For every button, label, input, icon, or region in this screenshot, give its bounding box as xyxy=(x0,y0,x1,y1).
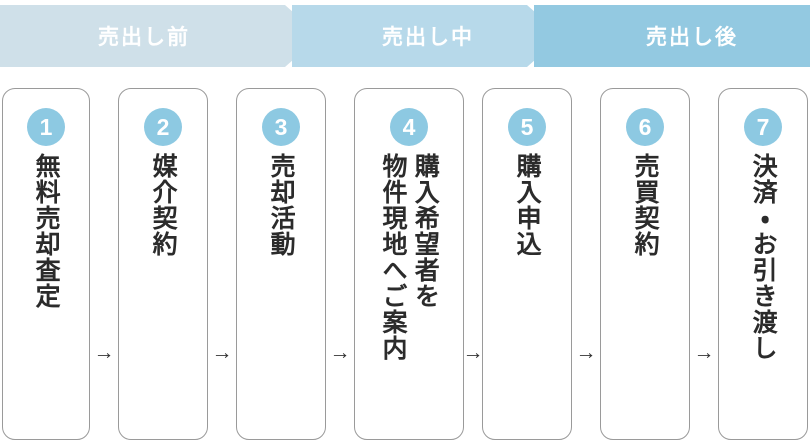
flow-arrow-icon-2-to-3: → xyxy=(211,341,233,364)
phase-segment-during-listing: 売出し中 xyxy=(284,5,564,67)
phase-segment-shape-2 xyxy=(534,5,810,67)
step-number-badge-3: 3 xyxy=(262,108,300,146)
step-label-group-2: 媒介契約 xyxy=(119,153,207,257)
step-card-2[interactable]: 2 媒介契約 xyxy=(118,88,208,440)
step-label-6-column-1: 売買契約 xyxy=(631,153,660,257)
step-label-group-1: 無料売却査定 xyxy=(3,153,89,309)
step-number-badge-5: 5 xyxy=(508,108,546,146)
flow-arrow-icon-3-to-4: → xyxy=(329,341,351,364)
step-card-5[interactable]: 5 購入申込 xyxy=(482,88,572,440)
phase-label-pre-listing: 売出し前 xyxy=(98,26,190,49)
step-label-group-5: 購入申込 xyxy=(483,153,571,257)
step-label-group-4: 購入希望者を物件現地へご案内 xyxy=(355,153,463,361)
step-card-7[interactable]: 7 決済・お引き渡し xyxy=(718,88,808,440)
flow-arrow-icon-5-to-6: → xyxy=(575,341,597,364)
step-label-group-6: 売買契約 xyxy=(601,153,689,257)
flow-arrow-icon-1-to-2: → xyxy=(93,341,115,364)
step-label-2-column-1: 媒介契約 xyxy=(149,153,178,257)
step-label-4-column-2: 物件現地へご案内 xyxy=(379,153,407,361)
step-card-6[interactable]: 6 売買契約 xyxy=(600,88,690,440)
step-label-7-column-1: 決済・お引き渡し xyxy=(749,153,778,361)
phase-segment-post-listing: 売出し後 xyxy=(546,5,810,67)
phase-segment-shape-1 xyxy=(292,5,562,67)
phase-banner-shapes xyxy=(0,5,810,67)
phase-label-post-listing: 売出し後 xyxy=(646,26,738,49)
step-card-1[interactable]: 1 無料売却査定 xyxy=(2,88,90,440)
step-label-1-column-1: 無料売却査定 xyxy=(32,153,61,309)
step-label-4-column-1: 購入希望者を xyxy=(411,153,440,309)
step-label-3-column-1: 売却活動 xyxy=(267,153,296,257)
step-number-badge-4: 4 xyxy=(390,108,428,146)
step-card-3[interactable]: 3 売却活動 xyxy=(236,88,326,440)
step-label-5-column-1: 購入申込 xyxy=(513,153,542,257)
phase-segment-pre-listing: 売出し前 xyxy=(0,5,300,67)
flow-arrow-icon-6-to-7: → xyxy=(693,341,715,364)
step-label-group-7: 決済・お引き渡し xyxy=(719,153,807,361)
step-card-4[interactable]: 4 購入希望者を物件現地へご案内 xyxy=(354,88,464,440)
step-number-badge-2: 2 xyxy=(144,108,182,146)
step-label-group-3: 売却活動 xyxy=(237,153,325,257)
phase-label-during-listing: 売出し中 xyxy=(382,26,474,49)
flow-arrow-icon-4-to-5: → xyxy=(462,341,484,364)
step-number-badge-7: 7 xyxy=(744,108,782,146)
step-number-badge-6: 6 xyxy=(626,108,664,146)
phase-segment-shape-0 xyxy=(0,5,320,67)
step-number-badge-1: 1 xyxy=(27,108,65,146)
phase-banner: 売出し前 売出し中 売出し後 xyxy=(0,5,810,67)
